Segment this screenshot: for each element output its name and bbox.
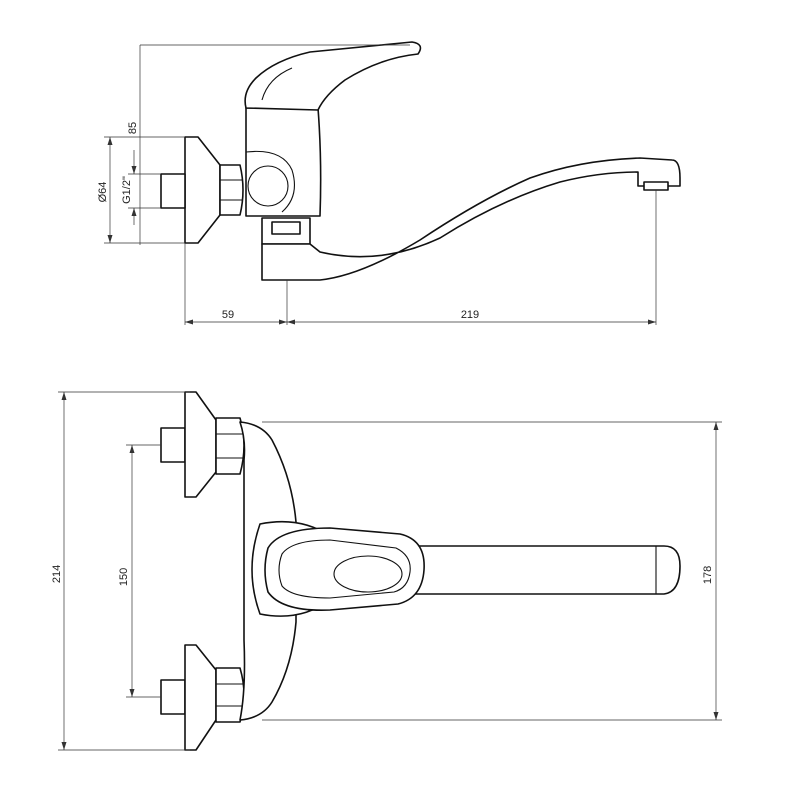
- side-spout: [261, 157, 681, 281]
- top-lower-hex-nut: [215, 667, 245, 723]
- top-lever-recess: [333, 555, 403, 593]
- dim-thread: G1/2": [121, 176, 133, 204]
- side-wall-flange: [184, 136, 221, 244]
- dim-wall-offset: 59: [222, 309, 234, 321]
- top-view: 214 150 178: [51, 391, 722, 751]
- top-upper-flange: [184, 391, 217, 498]
- side-threaded-connector: [160, 173, 186, 209]
- top-lower-flange: [184, 644, 217, 751]
- top-lower-connector: [160, 679, 186, 715]
- side-hex-nut: [219, 164, 244, 216]
- dim-height-top: 85: [127, 122, 139, 134]
- side-spout-outlet: [643, 181, 669, 191]
- side-lever-handle: [244, 41, 422, 111]
- dim-diameter: Ø64: [97, 182, 109, 203]
- dim-connection-spacing: 150: [118, 568, 130, 586]
- top-upper-hex-nut: [215, 417, 245, 475]
- dim-total-height: 214: [51, 565, 63, 583]
- side-mixer-body: [245, 107, 322, 217]
- side-view: 85 Ø64 G1/2" 59 219: [97, 41, 681, 325]
- top-upper-connector: [160, 427, 186, 463]
- dim-spout-height: 178: [702, 566, 714, 584]
- dim-spout-reach: 219: [461, 309, 479, 321]
